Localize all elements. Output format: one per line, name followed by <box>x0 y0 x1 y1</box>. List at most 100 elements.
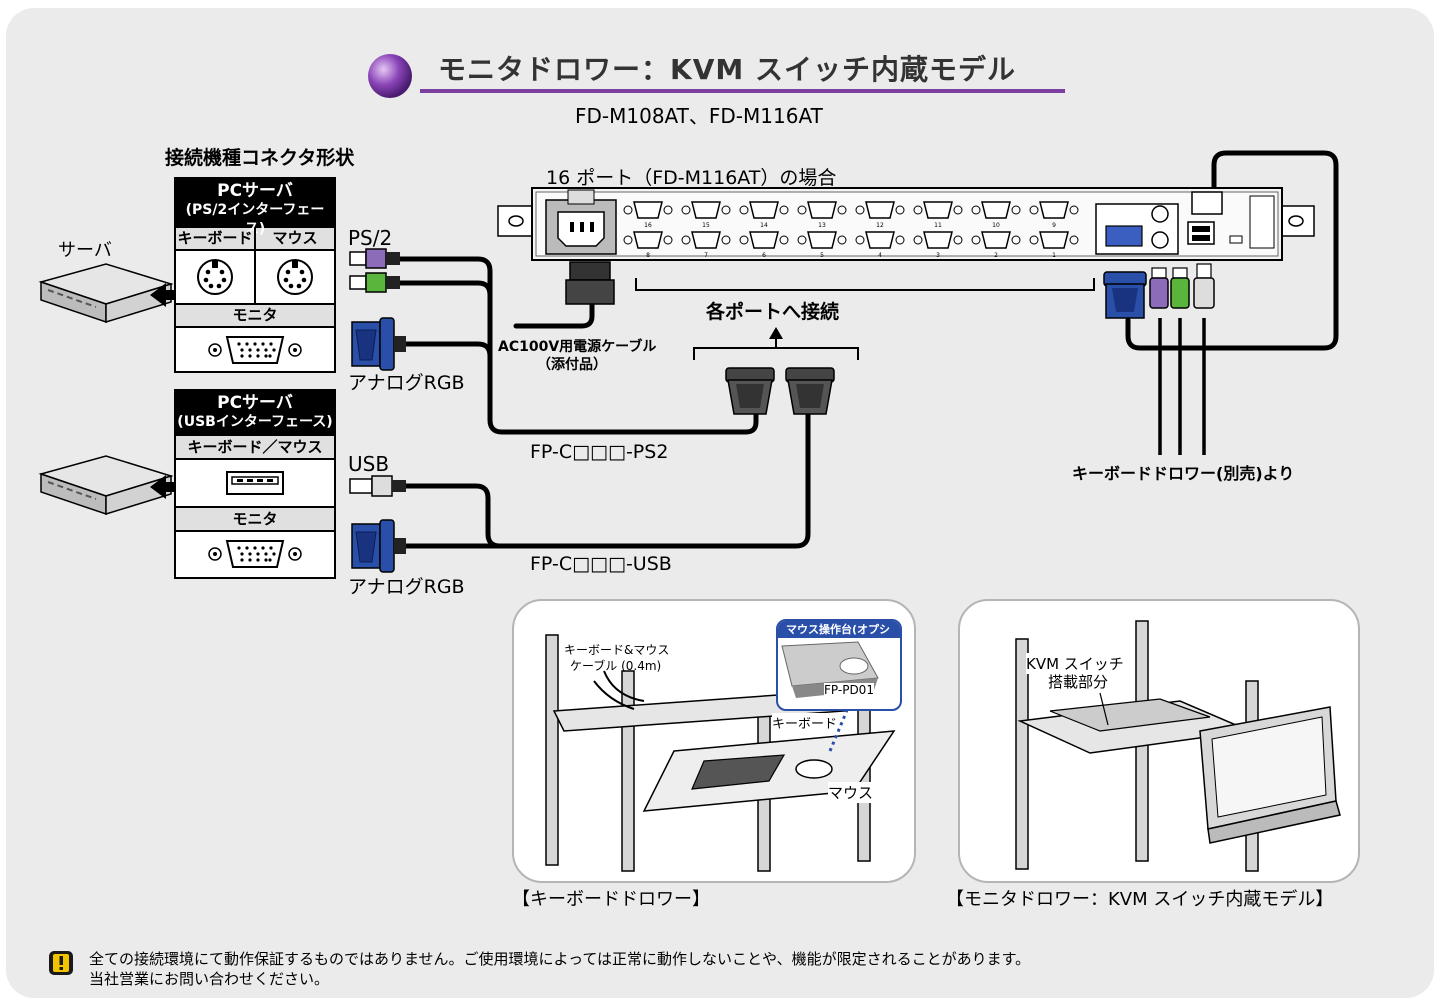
vga-plug-gray-icon <box>785 367 835 415</box>
vga-plug-blue-icon <box>351 519 406 573</box>
page-title: モニタドロワー：KVM スイッチ内蔵モデル <box>438 53 1016 86</box>
port-number-label: 16 <box>644 222 652 229</box>
ps2-keyboard-cable <box>397 256 759 435</box>
monitor-drawer-illustration <box>1015 620 1341 872</box>
vga-port-9 <box>1029 201 1079 219</box>
usb-interface-box: PCサーバ (USBインターフェース) キーボード／マウス モニタ <box>174 389 336 579</box>
callout-keyboard: キーボード <box>772 713 838 732</box>
keyboard-column-label: キーボード <box>176 228 256 249</box>
callout-cable-length: ケーブル (0.4m) <box>570 659 662 673</box>
vga-port-11 <box>913 201 963 219</box>
monitor-drawer-photo: KVM スイッチ 搭載部分 <box>958 599 1360 883</box>
vga-port-3 <box>913 231 963 249</box>
usb-label: USB <box>348 452 390 476</box>
vga-port-6 <box>739 231 789 249</box>
keyboard-drawer-caption: 【キーボードドロワー】 <box>512 889 710 910</box>
callout-mounted-part: 搭載部分 <box>1048 671 1109 692</box>
vga-port-15 <box>681 201 731 219</box>
port-number-label: 14 <box>760 222 768 229</box>
vga-port-2 <box>971 231 1021 249</box>
ps2-keyboard-port-icon <box>176 251 256 303</box>
vga-port-icon <box>176 326 334 372</box>
each-port-label: 各ポートへ接続 <box>706 301 840 323</box>
arrow-left-icon <box>150 475 176 499</box>
arrow-left-icon <box>150 283 176 307</box>
port-number-label: 13 <box>818 222 826 229</box>
power-cable-label: AC100V用電源ケーブル <box>498 339 657 355</box>
vga-port-16 <box>623 201 673 219</box>
loop-cable <box>1125 150 1339 351</box>
mouse-tray-illustration <box>781 641 879 698</box>
port-number-label: 8 <box>646 252 650 259</box>
vga-port-14 <box>739 201 789 219</box>
ps2-box-title: PCサーバ <box>217 181 293 201</box>
ps2-plug-green-icon <box>1170 267 1190 309</box>
port-number-label: 7 <box>704 252 708 259</box>
power-cable <box>513 300 595 329</box>
ps2-mouse-port-icon <box>256 251 334 303</box>
usb-box-subtitle: (USBインターフェース) <box>177 414 333 430</box>
console-ps2-port-icon <box>1151 231 1169 249</box>
ps2-interface-box: PCサーバ (PS/2インターフェース) キーボード マウス モニタ <box>174 177 336 373</box>
vga-port-1 <box>1029 231 1079 249</box>
warning-icon <box>49 951 73 975</box>
cable-usb-label: FP-C□□□-USB <box>530 553 672 575</box>
console-vga-port-icon <box>1105 225 1143 247</box>
port-number-label: 15 <box>702 222 710 229</box>
keyboard-mouse-row-label: キーボード／マウス <box>176 436 334 458</box>
notice-line-1: 全ての接続環境にて動作保証するものではありません。ご使用環境によっては正常に動作… <box>89 950 1031 968</box>
vga-port-12 <box>855 201 905 219</box>
usb-box-title: PCサーバ <box>217 393 293 413</box>
port-number-label: 1 <box>1052 252 1056 259</box>
monitor-row-label: モニタ <box>176 506 334 530</box>
port-number-label: 2 <box>994 252 998 259</box>
ps2-label: PS/2 <box>348 226 393 250</box>
usb-plug-icon <box>349 475 406 497</box>
ps2-plug-purple-icon <box>349 248 400 269</box>
ps2-mouse-cable <box>397 280 493 298</box>
port-number-label: 11 <box>934 222 942 229</box>
port-number-label: 12 <box>876 222 884 229</box>
vga-port-7 <box>681 231 731 249</box>
inset-model: FP-PD01 <box>824 683 874 697</box>
port-number-label: 5 <box>820 252 824 259</box>
connect-bracket <box>693 347 859 360</box>
inset-title: マウス操作台(オプション) <box>778 621 900 653</box>
usb-port-icon <box>176 458 334 506</box>
server-label: サーバ <box>58 240 112 261</box>
arrow-up-icon <box>769 327 783 339</box>
vga-port-4 <box>855 231 905 249</box>
console-ps2-port-icon <box>1151 205 1169 223</box>
usb-cable <box>401 407 811 549</box>
vga-plug-blue-icon <box>1103 271 1147 319</box>
ps2-rgb-cable <box>403 341 493 359</box>
port-case-label: 16 ポート（FD-M116AT）の場合 <box>546 167 837 189</box>
vga-port-5 <box>797 231 847 249</box>
server-icon-ps2 <box>38 263 174 324</box>
callout-cable: キーボード&マウス <box>564 643 670 657</box>
section-label: 接続機種コネクタ形状 <box>165 147 355 169</box>
callout-mouse: マウス <box>828 782 874 803</box>
page-subtitle: FD-M108AT、FD-M116AT <box>575 104 823 128</box>
analog-rgb-label: アナログRGB <box>348 372 465 394</box>
keyboard-drawer-photo: マウス操作台(オプション) FP-PD01 キーボード&マウス ケーブル (0.… <box>512 599 916 883</box>
mouse-column-label: マウス <box>272 229 318 247</box>
vga-port-10 <box>971 201 1021 219</box>
vga-plug-gray-icon <box>725 367 775 415</box>
mouse-tray-inset: マウス操作台(オプション) FP-PD01 <box>776 619 902 711</box>
vga-port-grid <box>623 201 1079 249</box>
monitor-drawer-caption: 【モニタドロワー：KVM スイッチ内蔵モデル】 <box>946 889 1334 910</box>
cable-ps2-label: FP-C□□□-PS2 <box>530 441 669 463</box>
purple-orb-icon <box>368 54 412 98</box>
vga-port-13 <box>797 201 847 219</box>
port-number-label: 6 <box>762 252 766 259</box>
power-plug-icon <box>565 261 615 305</box>
analog-rgb-label: アナログRGB <box>348 576 465 598</box>
title-decoration <box>368 54 1065 98</box>
notice-line-2: 当社営業にお問い合わせください。 <box>89 970 330 988</box>
vga-plug-blue-icon <box>351 317 406 371</box>
ps2-plug-green-icon <box>349 272 400 293</box>
vga-port-8 <box>623 231 673 249</box>
